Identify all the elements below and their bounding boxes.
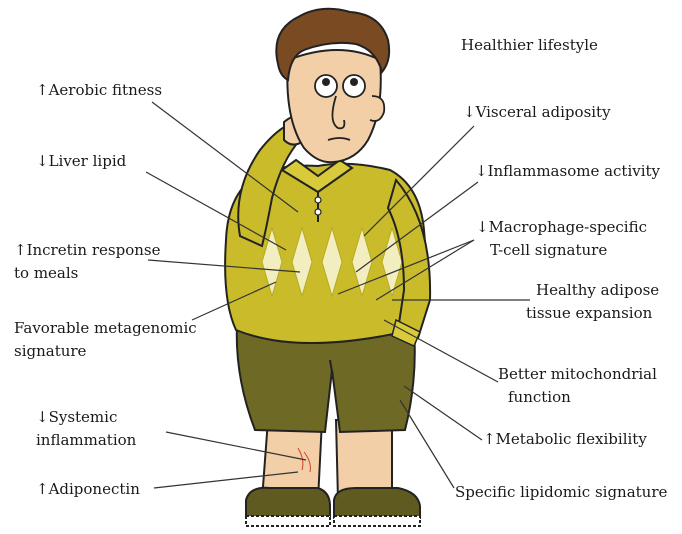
label-adiponectin: ↑Adiponectin <box>36 480 140 499</box>
label-systemic-line1: ↓Systemic <box>36 408 117 427</box>
label-inflammasome-activity: ↓Inflammasome activity <box>475 162 660 181</box>
label-macrophage-line1: ↓Macrophage-specific <box>476 218 647 237</box>
label-metagenomic-line1: Favorable metagenomic <box>14 319 197 338</box>
label-mitochondrial-line2: function <box>508 388 571 407</box>
label-healthy-adipose-line1: Healthy adipose <box>536 281 659 300</box>
label-healthier-lifestyle: Healthier lifestyle <box>461 36 598 55</box>
label-incretin-line1: ↑Incretin response <box>14 241 160 260</box>
label-mitochondrial-line1: Better mitochondrial <box>498 365 657 384</box>
label-lipidomic-signature: Specific lipidomic signature <box>455 483 667 502</box>
label-systemic-line2: inflammation <box>36 431 136 450</box>
label-aerobic-fitness: ↑Aerobic fitness <box>36 81 162 100</box>
label-liver-lipid: ↓Liver lipid <box>36 152 126 171</box>
label-macrophage-line2: T-cell signature <box>490 241 607 260</box>
label-healthy-adipose-line2: tissue expansion <box>526 304 652 323</box>
label-metagenomic-line2: signature <box>14 342 86 361</box>
label-incretin-line2: to meals <box>14 264 78 283</box>
shoes <box>246 488 420 526</box>
label-metabolic-flexibility: ↑Metabolic flexibility <box>483 430 647 449</box>
label-visceral-adiposity: ↓Visceral adiposity <box>463 103 611 122</box>
